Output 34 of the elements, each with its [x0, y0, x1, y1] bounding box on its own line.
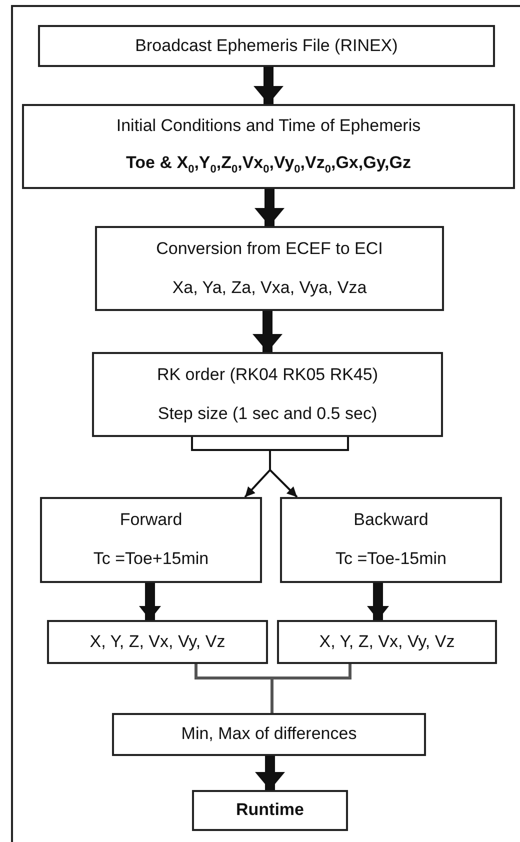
arrow [252, 311, 282, 352]
box-text: Tc =Toe+15min [93, 549, 209, 570]
box-text: RK order (RK04 RK05 RK45) [156, 365, 378, 386]
box-text: Step size (1 sec and 0.5 sec) [158, 404, 378, 424]
process-box [112, 713, 426, 756]
arrow [367, 583, 389, 620]
arrow [255, 756, 285, 790]
arrow [139, 583, 161, 620]
box-text: Min, Max of differences [181, 724, 357, 745]
process-box [47, 620, 268, 664]
box-text: Tc =Toe-15min [335, 549, 447, 570]
box-text: Backward [354, 510, 428, 531]
box-text: X, Y, Z, Vx, Vy, Vz [90, 632, 226, 652]
process-box [95, 226, 444, 311]
arrow [269, 437, 349, 498]
process-box [38, 25, 495, 67]
box-text: Initial Conditions and Time of Ephemeris [116, 116, 421, 137]
process-box [22, 104, 515, 189]
box-text: Xa, Ya, Za, Vxa, Vya, Vza [172, 278, 367, 298]
process-box [280, 497, 502, 583]
connector-line [270, 664, 352, 713]
box-text: Toe & X$_{0}$,Y$_{0}$,Z$_{0}$,Vx$_{0}$,Vy$_{0}$,Vz$_{0}$,Gx,Gy,Gz [126, 153, 411, 177]
arrow [254, 189, 284, 226]
process-box [40, 497, 262, 583]
box-text: Runtime [236, 800, 304, 821]
box-text: Conversion from ECEF to ECI [156, 239, 383, 260]
process-box [92, 352, 443, 437]
box-text: Forward [120, 510, 182, 531]
box-text: X, Y, Z, Vx, Vy, Vz [319, 632, 455, 652]
process-box [192, 790, 348, 831]
arrow [254, 67, 284, 104]
arrow [191, 437, 271, 498]
box-text: Broadcast Ephemeris File (RINEX) [135, 36, 398, 56]
process-box [277, 620, 497, 664]
